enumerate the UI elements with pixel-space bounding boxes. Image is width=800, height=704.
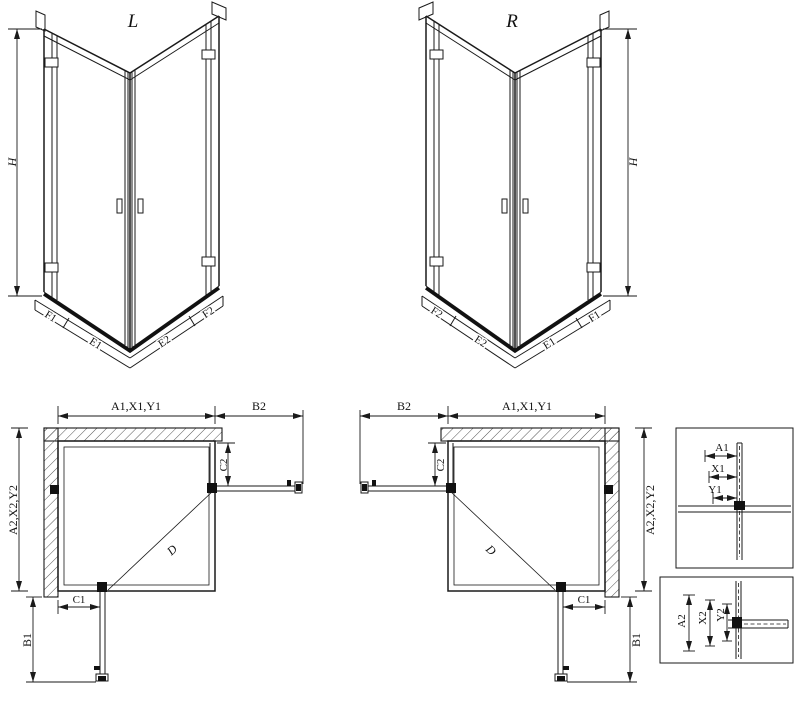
hinges — [429, 49, 601, 273]
diagonal-line — [449, 490, 556, 591]
dim-label-depth-side: A2,X2,Y2 — [6, 485, 20, 535]
dim-label-b2: B2 — [252, 399, 266, 413]
hinges — [44, 49, 216, 273]
door-handles — [501, 198, 529, 214]
detail-label-y2: Y2 — [715, 608, 727, 621]
open-door-top — [50, 480, 303, 494]
diagonal-line — [107, 490, 214, 591]
dim-label-e2-l: E2 — [156, 333, 173, 350]
profile-detail-bottom: A2 X2 Y2 — [659, 576, 794, 664]
tray-outline — [447, 440, 606, 592]
dim-label-f2-l: F2 — [200, 305, 216, 321]
iso-view-right: R H F2 E2 E1 F1 — [418, 1, 640, 369]
dim-label-b1: B1 — [629, 633, 643, 647]
tray-outline — [57, 440, 216, 592]
detail-dimensions — [683, 594, 732, 652]
wall-profile-icons — [418, 1, 610, 32]
dimensions — [11, 406, 304, 683]
view-title-l: L — [127, 11, 139, 32]
shower-tray — [34, 286, 224, 369]
glass-frame — [43, 15, 220, 350]
iso-view-left: L H F1 E1 E2 F2 — [5, 1, 227, 369]
dim-label-c1: C1 — [578, 594, 591, 606]
dim-label-f2-r: F2 — [428, 305, 444, 321]
walls — [43, 427, 223, 598]
profile-detail-top: A1 X1 Y1 — [675, 427, 794, 569]
dim-label-height-l: H — [5, 156, 19, 167]
dim-label-c2: C2 — [218, 459, 230, 472]
dim-label-e2-r: E2 — [472, 333, 489, 350]
wall-profile-icons — [35, 1, 227, 32]
height-dimension — [8, 28, 42, 297]
dim-label-e1-r: E1 — [541, 336, 558, 353]
height-dimension — [603, 28, 637, 297]
dim-label-height-r: H — [626, 156, 640, 167]
dim-label-c2: C2 — [435, 459, 447, 472]
detail-label-y1: Y1 — [708, 484, 721, 496]
dim-label-width-top: A1,X1,Y1 — [111, 399, 161, 413]
open-door-bottom — [554, 582, 569, 682]
detail-label-x1: X1 — [711, 463, 724, 475]
dim-label-d: D — [163, 542, 180, 559]
dim-label-width-top: A1,X1,Y1 — [502, 399, 552, 413]
open-door-bottom — [94, 582, 109, 682]
plan-view-right: A1,X1,Y1 B2 C2 A2,X2,Y2 C1 B1 D — [359, 399, 657, 683]
detail-label-a1: A1 — [715, 442, 728, 454]
open-door-top — [360, 480, 613, 494]
dim-label-b2: B2 — [397, 399, 411, 413]
detail-label-a2: A2 — [676, 614, 688, 627]
plan-view-left: A1,X1,Y1 B2 C2 A2,X2,Y2 C1 B1 D — [6, 399, 304, 683]
door-handles — [116, 198, 144, 214]
dim-label-depth-side: A2,X2,Y2 — [643, 485, 657, 535]
dim-label-e1-l: E1 — [87, 336, 104, 353]
profile-section — [678, 442, 791, 560]
view-title-r: R — [505, 11, 518, 32]
dim-label-b1: B1 — [20, 633, 34, 647]
dimensions — [359, 406, 652, 683]
dim-label-c1: C1 — [73, 594, 86, 606]
glass-frame — [425, 15, 602, 350]
walls — [440, 427, 620, 598]
dim-label-d: D — [482, 541, 499, 558]
detail-label-x2: X2 — [697, 611, 709, 624]
shower-tray — [421, 286, 611, 369]
detail-dimensions — [704, 450, 737, 504]
